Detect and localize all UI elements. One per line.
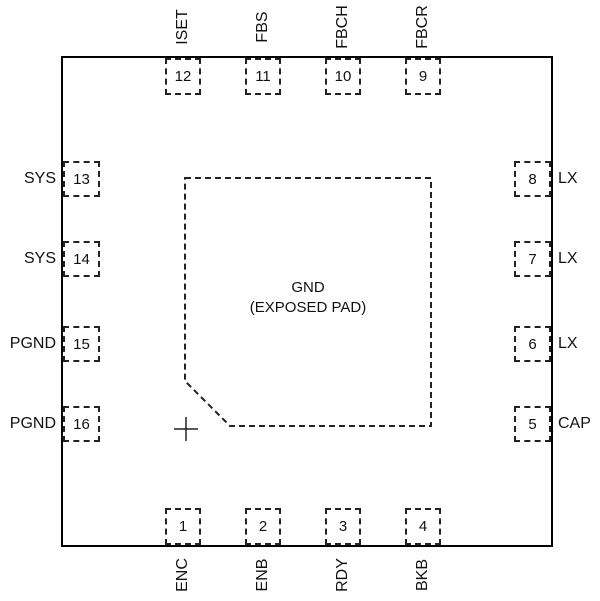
- pin-1-label: ENC: [174, 558, 191, 592]
- pin-15-box: 15: [63, 326, 100, 362]
- pin-8-box: 8: [514, 161, 551, 197]
- pin-3-label: RDY: [334, 558, 351, 592]
- pin-1-number: 1: [178, 518, 188, 535]
- exposed-pad-label-line1: GND: [291, 279, 325, 296]
- pin-13-number: 13: [73, 170, 90, 188]
- exposed-pad-label: GND (EXPOSED PAD): [184, 278, 432, 318]
- pin-11-box: 11: [245, 58, 281, 95]
- exposed-pad-label-line2: (EXPOSED PAD): [249, 299, 367, 316]
- pin-10-box: 10: [325, 58, 361, 95]
- pin-12-number: 12: [174, 68, 192, 85]
- pin-7-number: 7: [528, 250, 537, 268]
- pin-1-box: 1: [165, 508, 201, 545]
- pin-6-number: 6: [528, 335, 537, 353]
- pin-13-box: 13: [63, 161, 100, 197]
- pin-16-label: PGND: [9, 415, 56, 432]
- pin-10-number: 10: [334, 68, 352, 85]
- pin-13-label: SYS: [23, 170, 56, 187]
- pin-15-number: 15: [73, 335, 90, 353]
- pin-14-label: SYS: [23, 250, 56, 267]
- pin-11-number: 11: [255, 68, 271, 85]
- pin-6-label: LX: [558, 335, 578, 352]
- pin-16-number: 16: [73, 415, 90, 433]
- pin-14-number: 14: [73, 250, 90, 268]
- exposed-pad-outline: [184, 177, 432, 427]
- pin-8-number: 8: [528, 170, 537, 188]
- pin-16-box: 16: [63, 406, 100, 442]
- pin-5-label: CAP: [558, 415, 591, 432]
- pin-9-label: FBCR: [414, 5, 431, 49]
- pin-14-box: 14: [63, 241, 100, 277]
- pin-5-number: 5: [528, 415, 537, 433]
- pin-4-label: BKB: [414, 559, 431, 592]
- pin-7-box: 7: [514, 241, 551, 277]
- pin-8-label: LX: [558, 170, 578, 187]
- pin-2-box: 2: [245, 508, 281, 545]
- pin-12-box: 12: [165, 58, 201, 95]
- pin-4-box: 4: [405, 508, 441, 545]
- pin-9-box: 9: [405, 58, 441, 95]
- pin-6-box: 6: [514, 326, 551, 362]
- pin-9-number: 9: [418, 68, 428, 85]
- pin-3-box: 3: [325, 508, 361, 545]
- pin-2-number: 2: [258, 518, 268, 535]
- pin-3-number: 3: [338, 518, 348, 535]
- pin-4-number: 4: [418, 518, 428, 535]
- pin-7-label: LX: [558, 250, 578, 267]
- pin-2-label: ENB: [254, 558, 271, 592]
- pad-origin-cross-icon: [174, 417, 198, 441]
- pin-12-label: ISET: [174, 9, 191, 45]
- pin-11-label: FBS: [254, 11, 271, 43]
- pin-15-label: PGND: [9, 335, 56, 352]
- pin-5-box: 5: [514, 406, 551, 442]
- package-outline: [61, 56, 553, 547]
- pin-10-label: FBCH: [334, 5, 351, 49]
